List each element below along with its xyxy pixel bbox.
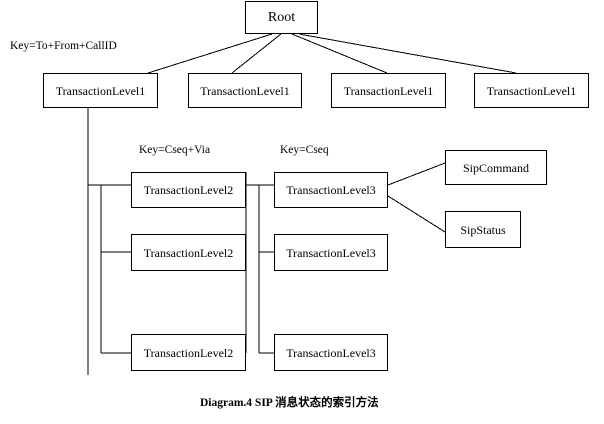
edge-root-to-tl1-3 (291, 33, 388, 74)
node-label: TransactionLevel1 (55, 83, 146, 98)
node-sip-command[interactable]: SipCommand (445, 150, 547, 185)
node-transaction-level2-1[interactable]: TransactionLevel2 (131, 172, 246, 208)
node-transaction-level3-3[interactable]: TransactionLevel3 (274, 334, 388, 371)
node-label: SipCommand (462, 160, 529, 175)
label-key-cseq: Key=Cseq (280, 144, 329, 156)
node-transaction-level2-2[interactable]: TransactionLevel2 (131, 234, 246, 271)
node-label: TransactionLevel1 (486, 83, 577, 98)
diagram-caption: Diagram.4 SIP 消息状态的索引方法 (200, 395, 379, 410)
edge-root-to-tl1-1 (147, 33, 273, 74)
edge-root-to-tl1-4 (298, 33, 517, 74)
edge-root-to-tl1-2 (231, 33, 282, 74)
caption-prefix: Diagram.4 SIP (200, 397, 276, 409)
edge-tl3-to-sipstatus (387, 195, 446, 233)
node-transaction-level2-3[interactable]: TransactionLevel2 (131, 334, 246, 371)
label-key-to-from-callid: Key=To+From+CallID (10, 40, 117, 52)
node-sip-status[interactable]: SipStatus (445, 211, 521, 248)
label-key-cseq-via: Key=Cseq+Via (139, 144, 211, 156)
node-label: TransactionLevel2 (143, 183, 234, 197)
edge-tl3-to-sipcommand (387, 162, 446, 186)
node-label: SipStatus (460, 222, 506, 237)
node-transaction-level3-2[interactable]: TransactionLevel3 (274, 234, 388, 271)
node-transaction-level1-3[interactable]: TransactionLevel1 (331, 73, 446, 108)
node-label: TransactionLevel1 (343, 83, 434, 98)
node-label: TransactionLevel3 (286, 345, 376, 360)
caption-chinese: 消息状态的索引方法 (275, 395, 379, 409)
node-transaction-level1-4[interactable]: TransactionLevel1 (474, 73, 589, 108)
node-transaction-level3-1[interactable]: TransactionLevel3 (274, 172, 388, 208)
node-label: TransactionLevel3 (286, 245, 376, 260)
node-transaction-level1-1[interactable]: TransactionLevel1 (43, 73, 158, 108)
node-label: TransactionLevel1 (200, 83, 290, 98)
node-root[interactable]: Root (245, 1, 318, 34)
node-label: TransactionLevel2 (143, 345, 234, 360)
node-transaction-level1-2[interactable]: TransactionLevel1 (188, 73, 302, 108)
node-label: Root (267, 9, 296, 25)
node-label: TransactionLevel3 (286, 183, 376, 197)
node-label: TransactionLevel2 (143, 245, 234, 260)
